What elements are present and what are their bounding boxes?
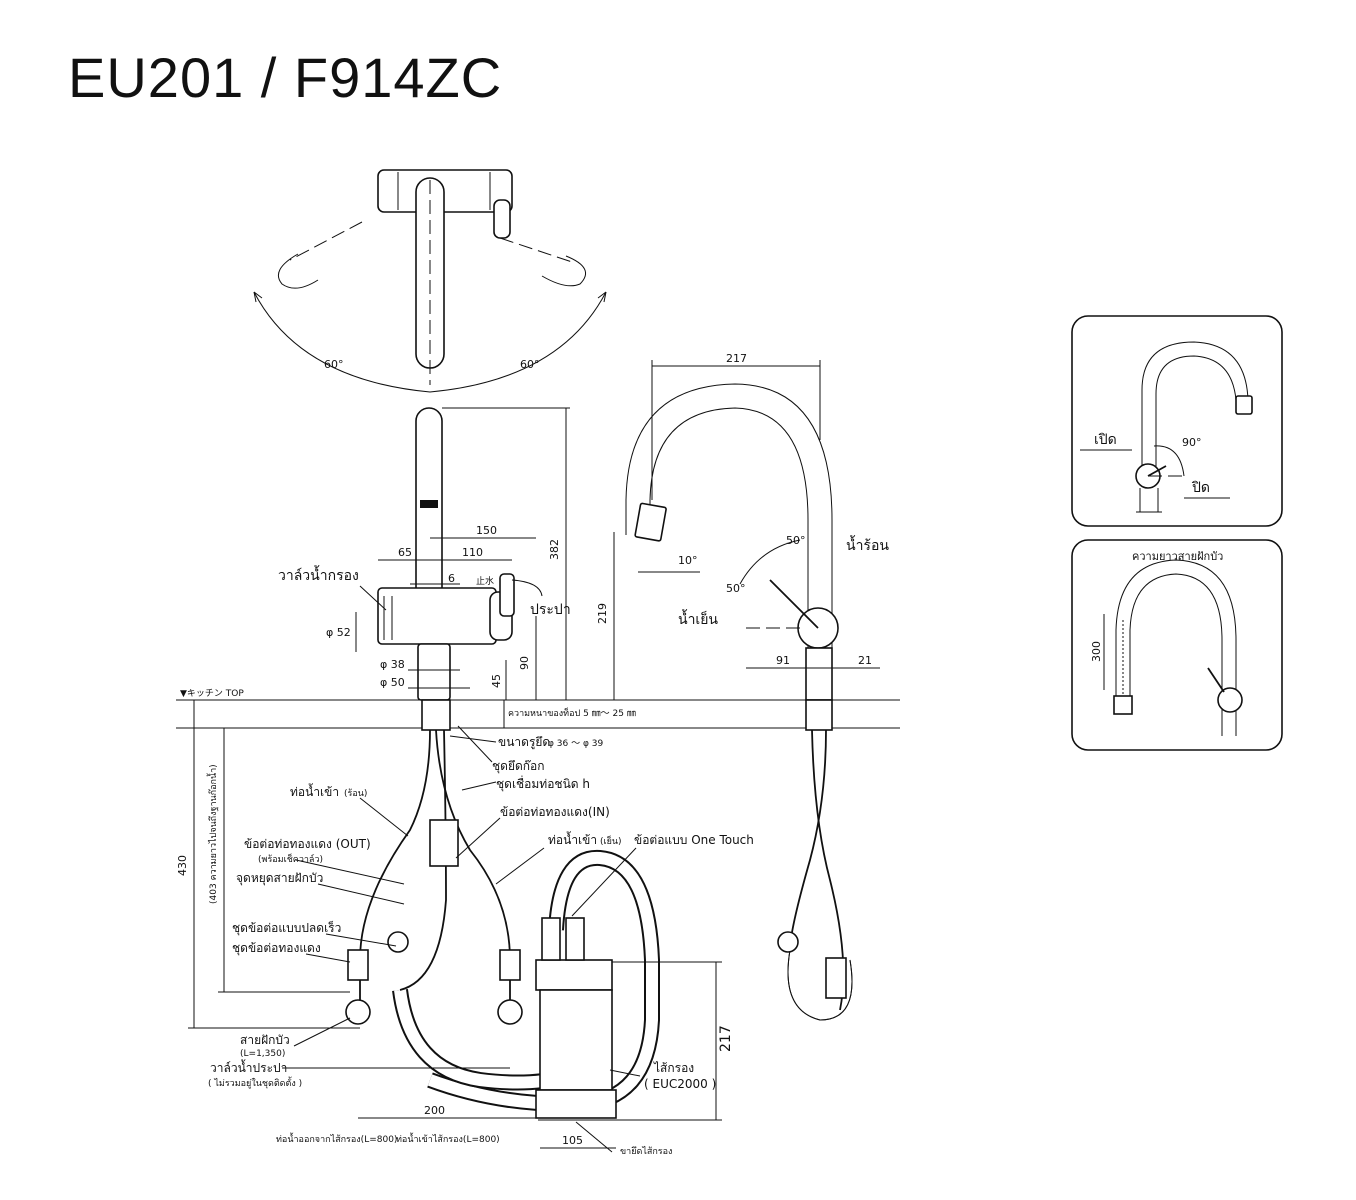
dim-150: 150 bbox=[476, 524, 497, 537]
hot-water-label: น้ำร้อน bbox=[846, 535, 889, 554]
tap-valve-note: ( ไม่รวมอยู่ในชุดติดตั้ง ) bbox=[208, 1076, 302, 1089]
hole-size-label: ขนาดรูยึด bbox=[498, 735, 550, 750]
hose-inset-title: ความยาวสายฝักบัว bbox=[1132, 550, 1223, 563]
under-counter-labels: ชุดยึดก๊อก ชุดเชื่อมท่อชนิด h ข้อต่อท่อท… bbox=[208, 759, 754, 1157]
quick-release-label: ชุดข้อต่อแบบปลดเร็ว bbox=[232, 920, 341, 936]
dim-phi50: φ 50 bbox=[380, 676, 405, 689]
top-view: 60° 60° bbox=[253, 169, 607, 393]
copper-out-note: (พร้อมเช็ควาล์ว) bbox=[258, 852, 323, 865]
filter-bracket-label: ขายึดไส้กรอง bbox=[620, 1146, 672, 1157]
lever-open-label: เปิด bbox=[1094, 432, 1117, 448]
inlet-pipe-hot-note: (ร้อน) bbox=[344, 788, 367, 799]
thickness-label: ความหนาของท็อป 5 ㎜～ 25 ㎜ bbox=[508, 706, 636, 719]
countertop: ▼キッチン TOP ความหนาของท็อป 5 ㎜～ 25 ㎜ ขนาดร… bbox=[176, 688, 900, 750]
dim-21: 21 bbox=[858, 654, 872, 667]
kitchen-top-label: ▼キッチン TOP bbox=[180, 688, 244, 699]
tap-water-label: ประปา bbox=[530, 602, 571, 618]
shower-hose-label: สายฝักบัว bbox=[240, 1033, 290, 1047]
dim-403: (403 ความยาวไปจนถึงฐานก๊อกน้ำ) bbox=[206, 764, 219, 904]
dim-430: 430 bbox=[176, 855, 189, 876]
angle-10: 10° bbox=[678, 554, 698, 567]
inlet-pipe-cold-note: (เย็น) bbox=[600, 834, 622, 847]
dim-phi52: φ 52 bbox=[326, 626, 351, 639]
stop-label: 止水 bbox=[476, 575, 494, 587]
copper-out-label: ข้อต่อท่อทองแดง (OUT) bbox=[244, 837, 371, 851]
inlet-pipe-cold-label: ท่อน้ำเข้า bbox=[548, 831, 597, 847]
outlet-hose-label: ท่อน้ำออกจากไส้กรอง(L=800) bbox=[276, 1132, 397, 1145]
inlet-hose-label: ท่อน้ำเข้าไส้กรอง(L=800) bbox=[396, 1132, 500, 1145]
dim-217-filter: 217 bbox=[718, 1025, 734, 1052]
lever-angle-label: 90° bbox=[1182, 436, 1202, 449]
filter-core-label: ไส้กรอง bbox=[653, 1061, 694, 1075]
under-counter-assembly: 430 (403 ความยาวไปจนถึงฐานก๊อกน้ำ) 217 2… bbox=[176, 700, 853, 1153]
shower-hose-length: (L=1,350) bbox=[240, 1049, 285, 1059]
angle-left-label: 60° bbox=[324, 358, 344, 371]
dim-6: 6 bbox=[448, 572, 455, 585]
copper-in-label: ข้อต่อท่อทองแดง(IN) bbox=[500, 805, 610, 819]
copper-set-label: ชุดข้อต่อทองแดง bbox=[232, 941, 321, 956]
dim-45: 45 bbox=[490, 674, 503, 688]
filter-model-label: ( EUC2000 ) bbox=[644, 1077, 716, 1091]
tap-valve-label: วาล์วน้ำประปา bbox=[210, 1059, 287, 1075]
angle-50-low: 50° bbox=[726, 582, 746, 595]
dim-90: 90 bbox=[518, 656, 531, 670]
one-touch-label: ข้อต่อแบบ One Touch bbox=[634, 833, 754, 847]
inset-lever-panel: เปิด ปิด 90° bbox=[1071, 315, 1283, 527]
cold-water-label: น้ำเย็น bbox=[678, 609, 718, 628]
dim-382: 382 bbox=[548, 539, 561, 560]
fixing-label: ชุดยึดก๊อก bbox=[492, 759, 545, 774]
hole-range-label: φ 36 ～ φ 39 bbox=[548, 739, 603, 749]
hose-length-label: 300 bbox=[1090, 641, 1103, 662]
inlet-pipe-hot-label: ท่อน้ำเข้า bbox=[290, 783, 339, 799]
filter-valve-label: วาล์วน้ำกรอง bbox=[278, 565, 359, 584]
dim-217-top: 217 bbox=[726, 352, 747, 365]
dim-phi38: φ 38 bbox=[380, 658, 405, 671]
dim-219: 219 bbox=[596, 603, 609, 624]
front-view: 382 150 65 110 6 止水 ประปา วาล์วน้ำกรอง φ… bbox=[278, 407, 571, 701]
dim-91: 91 bbox=[776, 654, 790, 667]
inset-hose-panel: ความยาวสายฝักบัว 300 bbox=[1071, 539, 1283, 751]
side-view: 217 219 10° 50° 50° น้ำร้อน น้ำเย็น 91 2… bbox=[596, 352, 889, 701]
dim-200: 200 bbox=[424, 1104, 445, 1117]
hose-stop-label: จุดหยุดสายฝักบัว bbox=[236, 871, 323, 886]
dim-105: 105 bbox=[562, 1134, 583, 1147]
dim-110: 110 bbox=[462, 546, 483, 559]
page-title: EU201 / F914ZC bbox=[68, 46, 503, 109]
angle-right-label: 60° bbox=[520, 358, 540, 371]
dim-65: 65 bbox=[398, 546, 412, 559]
h-connector-label: ชุดเชื่อมท่อชนิด h bbox=[496, 775, 590, 792]
lever-close-label: ปิด bbox=[1192, 480, 1210, 496]
